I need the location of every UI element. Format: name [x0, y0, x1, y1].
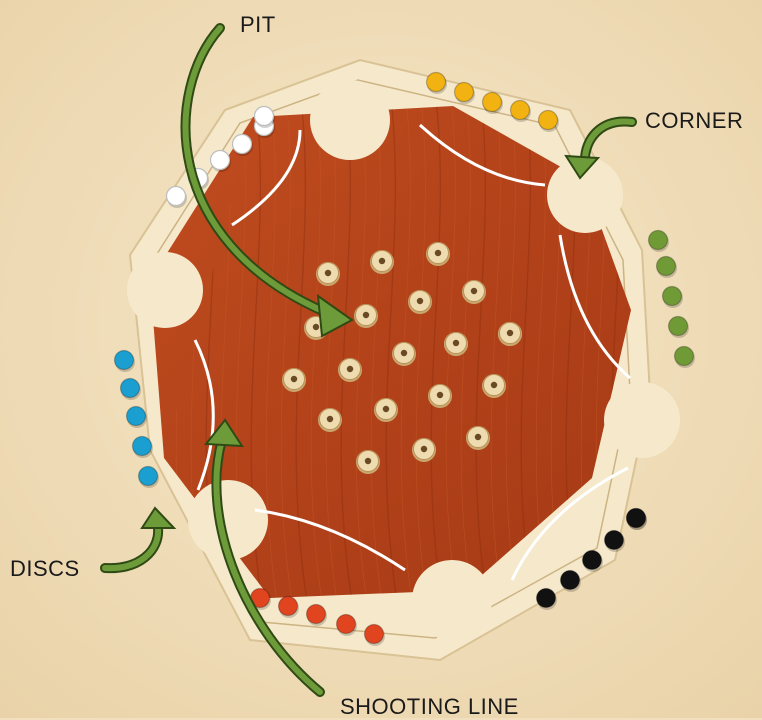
disc — [583, 551, 602, 570]
peg — [316, 262, 340, 286]
pit-label: PIT — [240, 12, 276, 38]
disc — [539, 111, 558, 130]
disc — [605, 531, 624, 550]
peg — [412, 438, 436, 462]
peg — [462, 280, 486, 304]
disc — [255, 107, 274, 126]
disc — [365, 625, 384, 644]
peg — [482, 374, 506, 398]
disc — [663, 287, 682, 306]
peg — [428, 384, 452, 408]
peg — [374, 398, 398, 422]
disc — [669, 317, 688, 336]
disc — [627, 509, 646, 528]
disc — [337, 615, 356, 634]
disc — [127, 407, 146, 426]
disc — [115, 351, 134, 370]
disc — [307, 605, 326, 624]
disc — [649, 231, 668, 250]
peg — [318, 408, 342, 432]
peg — [282, 368, 306, 392]
discs-label: DISCS — [10, 556, 80, 582]
disc — [133, 437, 152, 456]
corner-label: CORNER — [645, 108, 743, 134]
peg — [466, 426, 490, 450]
peg — [370, 250, 394, 274]
disc — [233, 135, 252, 154]
disc — [561, 571, 580, 590]
disc — [483, 93, 502, 112]
disc — [675, 347, 694, 366]
peg — [392, 342, 416, 366]
disc — [121, 379, 140, 398]
disc — [427, 73, 446, 92]
peg — [356, 450, 380, 474]
peg — [408, 290, 432, 314]
disc — [167, 187, 186, 206]
disc — [511, 101, 530, 120]
disc — [455, 83, 474, 102]
peg — [498, 322, 522, 346]
disc — [657, 257, 676, 276]
peg — [338, 358, 362, 382]
disc — [139, 467, 158, 486]
peg — [444, 332, 468, 356]
disc — [279, 597, 298, 616]
peg — [426, 242, 450, 266]
peg — [354, 304, 378, 328]
shooting-line-label: SHOOTING LINE — [340, 694, 519, 720]
disc — [537, 589, 556, 608]
disc — [211, 151, 230, 170]
